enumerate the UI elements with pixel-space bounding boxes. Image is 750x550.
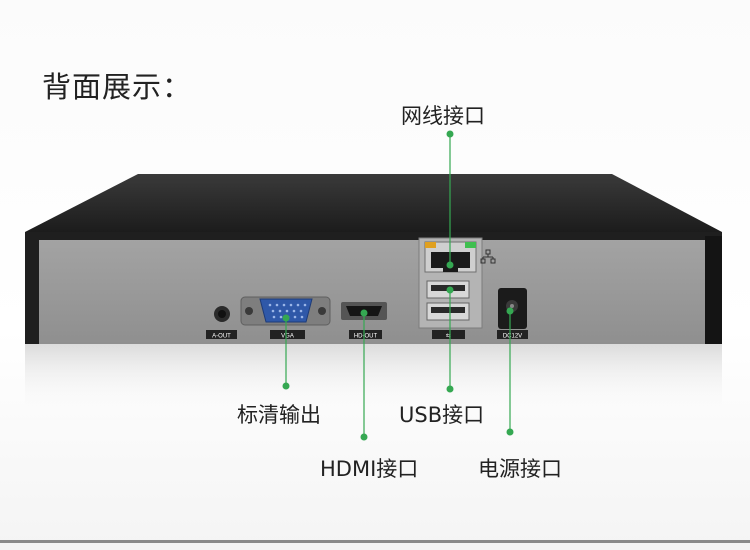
network-symbol-icon: [480, 249, 496, 264]
vga-output-callout: 标清输出: [237, 403, 321, 427]
usb-symbol-label: ⇆: [446, 333, 451, 340]
device-rear-panel: [39, 240, 708, 344]
device-reflection: [25, 344, 722, 414]
vga-port-label: VGA: [281, 334, 294, 340]
bottom-divider: [0, 540, 750, 543]
network-callout-dot: [446, 130, 454, 138]
usb-port-callout: USB接口: [399, 403, 485, 427]
power-port-callout: 电源接口: [478, 457, 562, 481]
hdmi-port-callout: HDMI接口: [320, 457, 419, 481]
dc-port-label: DC12V: [503, 334, 522, 340]
hdout-port-label: HD-OUT: [354, 334, 378, 340]
device-top-cover: [25, 174, 722, 232]
audio-out-jack-icon: [206, 306, 237, 339]
dc-power-jack-icon: [497, 288, 528, 339]
section-heading: 背面展示：: [42, 70, 193, 104]
aout-port-label: A-OUT: [212, 334, 231, 340]
network-port-callout: 网线接口: [401, 104, 485, 128]
